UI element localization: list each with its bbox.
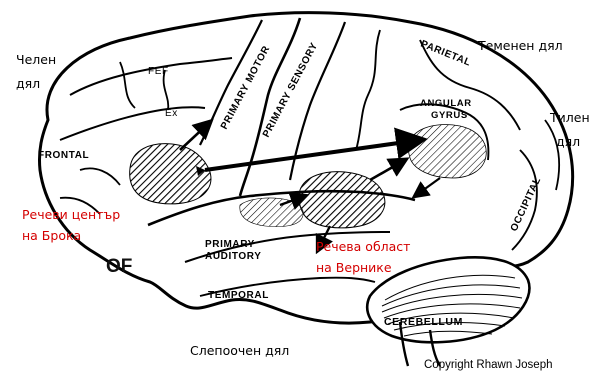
- label-wernicke-2: на Верникe: [316, 260, 392, 275]
- frontal-fold-3: [80, 168, 120, 185]
- label-primary-auditory-1: PRIMARY: [205, 239, 255, 250]
- arcuate-arrow-return: [210, 142, 420, 172]
- label-ex: Ex: [165, 108, 178, 119]
- parietal-fold-1: [356, 30, 380, 150]
- label-parietal-lobe-bg: Теменен дял: [477, 38, 563, 53]
- cerebellum-outline: [367, 257, 529, 342]
- frontal-sulcus-inferior: [60, 107, 205, 140]
- label-occipital-lobe-bg-2: дял: [556, 134, 580, 149]
- frontal-fold-1: [120, 62, 135, 108]
- arcuate-arrow-long: [205, 140, 420, 170]
- label-gyrus: GYRUS: [431, 110, 468, 121]
- arrow-angular-down: [415, 178, 440, 196]
- label-frontal-lobe-bg-2: дял: [16, 76, 40, 91]
- label-wernicke-1: Речева област: [316, 239, 410, 254]
- label-primary-auditory-2: AUDITORY: [205, 251, 261, 262]
- copyright-text: Copyright Rhawn Joseph: [424, 359, 553, 371]
- label-frontal-lobe-bg-1: Челен: [16, 52, 56, 67]
- occipital-fold-2: [545, 120, 559, 190]
- label-frontal: FRONTAL: [38, 150, 89, 161]
- label-cerebellum: CEREBELLUM: [384, 316, 463, 328]
- arrow-wernicke-to-angular: [370, 160, 405, 180]
- label-occipital-lobe-bg-1: Тилен: [549, 110, 590, 125]
- label-temporal: TEMPORAL: [208, 290, 269, 301]
- label-of: OF: [106, 256, 132, 277]
- label-angular: ANGULAR: [420, 98, 472, 109]
- auditory-area: [240, 198, 303, 227]
- label-temporal-lobe-bg: Слепоочен дял: [190, 343, 289, 358]
- label-broca-2: на Брока: [22, 228, 81, 243]
- label-occipital: OCCIPITAL: [509, 176, 544, 234]
- label-fef: FEF: [148, 66, 169, 77]
- label-broca-1: Речеви център: [22, 207, 120, 222]
- angular-gyrus-area: [409, 125, 487, 178]
